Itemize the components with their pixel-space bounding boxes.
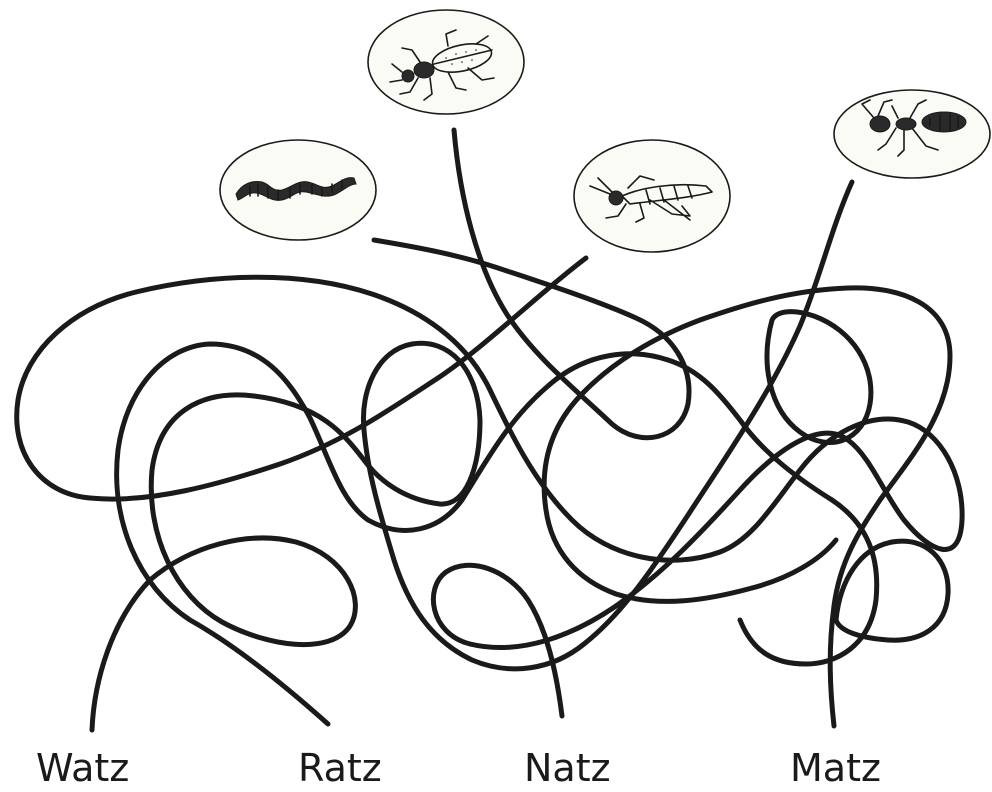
- path-tangle-a: [764, 309, 874, 445]
- worm-bubble: [219, 139, 377, 241]
- ant-icon: [861, 99, 967, 157]
- grasshopper-bubble: [573, 139, 731, 253]
- label-matz: Matz: [790, 746, 881, 790]
- path-tangle-b: [833, 538, 951, 643]
- worm-icon: [235, 177, 357, 201]
- path-matz-lower: [541, 285, 953, 729]
- path-ratz: [114, 341, 880, 727]
- label-natz: Natz: [524, 746, 611, 790]
- maze-paths: [14, 127, 965, 733]
- path-matz: [371, 127, 692, 441]
- beetle-icon: [389, 29, 495, 101]
- label-ratz: Ratz: [298, 746, 382, 790]
- label-watz: Watz: [36, 746, 130, 790]
- grasshopper-icon: [589, 175, 713, 223]
- path-natz: [14, 255, 965, 719]
- beetle-bubble: [367, 9, 525, 115]
- path-watz: [89, 179, 855, 733]
- ant-bubble: [833, 89, 991, 179]
